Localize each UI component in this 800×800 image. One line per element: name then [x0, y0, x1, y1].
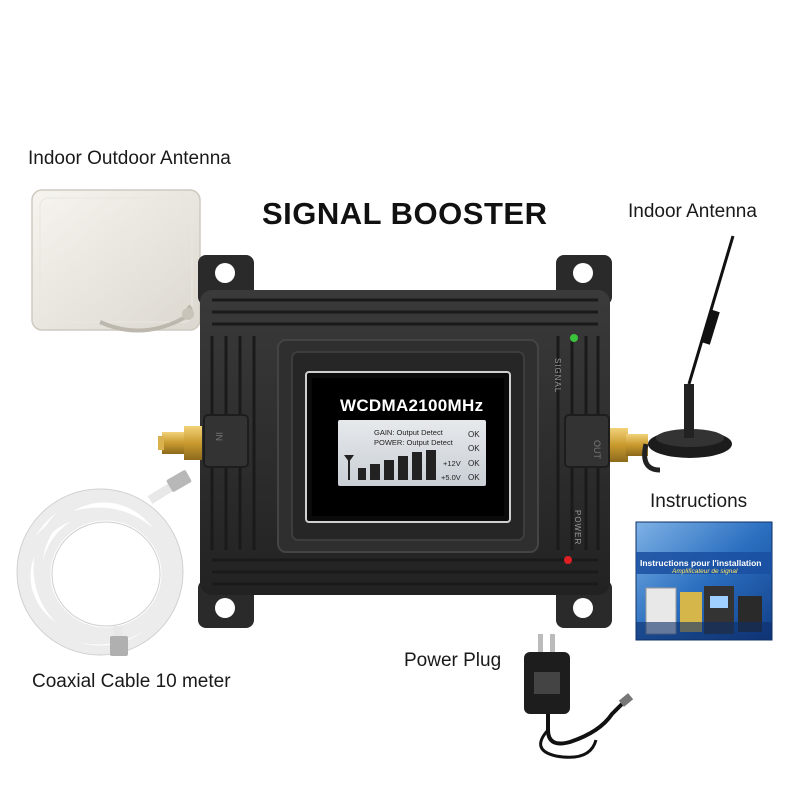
lcd-5v: +5.0V — [441, 473, 461, 482]
label-indoor-outdoor-antenna: Indoor Outdoor Antenna — [28, 148, 231, 169]
lcd-power-line: POWER: Output Detect — [374, 438, 453, 447]
lcd-ok-5v: OK — [468, 473, 480, 482]
signal-bars — [344, 450, 436, 480]
signal-led — [570, 334, 578, 342]
panel-antenna — [31, 189, 201, 333]
sma-connector-left — [158, 426, 202, 460]
port-label-in: IN — [214, 432, 224, 441]
power-led — [564, 556, 572, 564]
lcd-gain-line: GAIN: Output Detect — [374, 428, 443, 437]
side-label-signal: SIGNAL — [553, 358, 562, 394]
port-label-out: OUT — [592, 440, 602, 459]
lcd-ok-power: OK — [468, 444, 480, 453]
lcd-12v: +12V — [443, 459, 461, 468]
lcd-ok-12v: OK — [468, 459, 480, 468]
manual-subheading: Amplificateur de signal — [672, 568, 738, 575]
page-title: SIGNAL BOOSTER — [262, 196, 548, 231]
coaxial-cable-coil — [17, 489, 183, 655]
label-coaxial-cable: Coaxial Cable 10 meter — [32, 671, 231, 692]
instruction-manual — [635, 521, 773, 641]
lcd-ok-gain: OK — [468, 430, 480, 439]
label-instructions: Instructions — [650, 491, 748, 512]
lcd-title: WCDMA2100MHz — [340, 396, 484, 415]
manual-heading: Instructions pour l'installation — [640, 558, 762, 568]
label-power-plug: Power Plug — [404, 650, 502, 671]
indoor-whip-antenna — [642, 235, 735, 473]
booster-device — [198, 255, 612, 628]
label-indoor-antenna: Indoor Antenna — [628, 201, 757, 222]
power-plug-adapter — [524, 634, 634, 759]
coaxial-cable-outline — [16, 488, 184, 656]
cable-connectors — [110, 470, 192, 656]
side-label-power: POWER — [573, 510, 582, 546]
